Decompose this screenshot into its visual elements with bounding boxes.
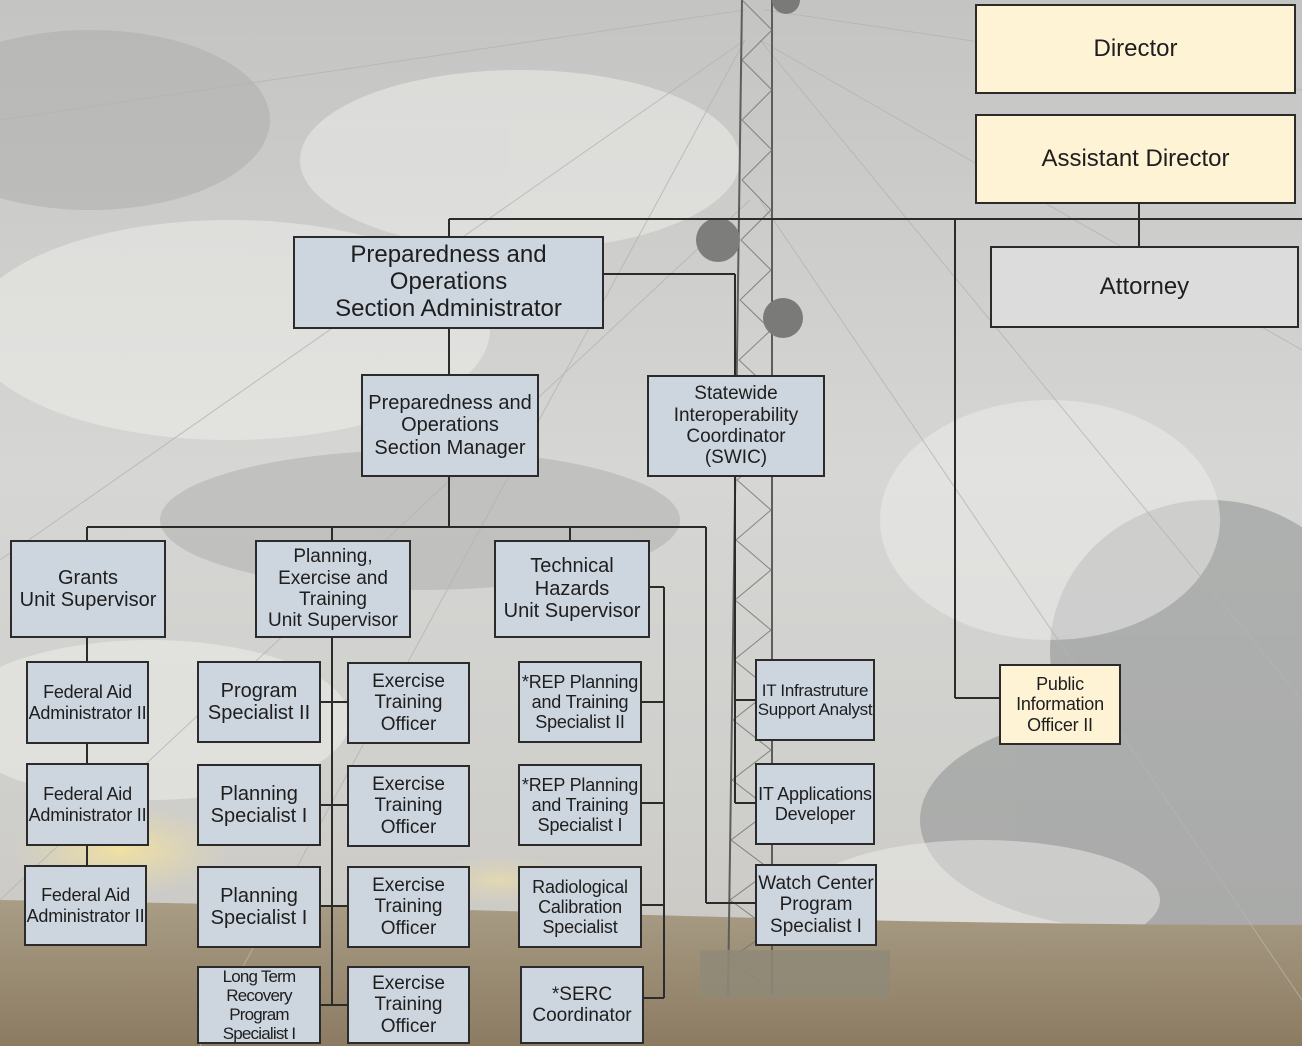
exercise-officer-box: Exercise Training Officer <box>347 765 470 847</box>
grants-staff-box: Federal Aid Administrator II <box>26 763 149 846</box>
grants-supervisor-box: Grants Unit Supervisor <box>10 540 166 638</box>
section-manager-box: Preparedness and Operations Section Mana… <box>361 374 539 477</box>
watch-center-box: Watch Center Program Specialist I <box>755 864 877 946</box>
planning-staff-box: Planning Specialist I <box>197 764 321 846</box>
grants-staff-label: Federal Aid Administrator II <box>28 784 147 825</box>
technical-hazards-staff-box: *SERC Coordinator <box>520 966 644 1044</box>
planning-supervisor-label: Planning, Exercise and Training Unit Sup… <box>268 546 398 632</box>
technical-hazards-staff-box: *REP Planning and Training Specialist I <box>518 764 642 846</box>
grants-staff-box: Federal Aid Administrator II <box>24 865 147 946</box>
grants-supervisor-label: Grants Unit Supervisor <box>19 566 157 611</box>
planning-staff-box: Program Specialist II <box>197 661 321 743</box>
assistant-director-box: Assistant Director <box>975 114 1296 204</box>
planning-staff-label: Planning Specialist I <box>210 782 308 827</box>
technical-hazards-staff-box: Radiological Calibration Specialist <box>518 866 642 948</box>
planning-staff-box: Long Term Recovery Program Specialist I <box>197 966 321 1044</box>
it-staff-label: IT Applications Developer <box>758 783 872 824</box>
director-box: Director <box>975 4 1296 94</box>
grants-staff-box: Federal Aid Administrator II <box>26 661 149 744</box>
planning-staff-box: Planning Specialist I <box>197 866 321 948</box>
exercise-officer-label: Exercise Training Officer <box>372 671 445 735</box>
swic-label: Statewide Interoperability Coordinator (… <box>673 383 799 469</box>
exercise-officer-label: Exercise Training Officer <box>372 875 445 939</box>
section-manager-label: Preparedness and Operations Section Mana… <box>368 391 532 459</box>
it-staff-label: IT Infrastruture Support Analyst <box>757 680 873 719</box>
public-information-officer-box: Public Information Officer II <box>999 664 1121 745</box>
exercise-officer-box: Exercise Training Officer <box>347 866 470 948</box>
exercise-officer-label: Exercise Training Officer <box>372 973 445 1037</box>
grants-staff-label: Federal Aid Administrator II <box>28 682 147 723</box>
technical-hazards-supervisor-box: Technical Hazards Unit Supervisor <box>494 540 650 638</box>
attorney-label: Attorney <box>1099 272 1190 300</box>
section-administrator-label: Preparedness and Operations Section Admi… <box>335 241 562 322</box>
exercise-officer-box: Exercise Training Officer <box>347 966 470 1044</box>
technical-hazards-staff-label: *REP Planning and Training Specialist II <box>521 671 639 733</box>
watch-center-label: Watch Center Program Specialist I <box>758 873 874 937</box>
director-label: Director <box>1093 34 1178 62</box>
planning-staff-label: Planning Specialist I <box>210 884 308 929</box>
attorney-box: Attorney <box>990 246 1299 328</box>
public-information-officer-label: Public Information Officer II <box>1016 674 1104 735</box>
technical-hazards-staff-label: Radiological Calibration Specialist <box>532 876 628 938</box>
technical-hazards-staff-label: *REP Planning and Training Specialist I <box>521 774 639 836</box>
planning-staff-label: Long Term Recovery Program Specialist I <box>222 966 297 1044</box>
assistant-director-label: Assistant Director <box>1041 144 1230 172</box>
exercise-officer-box: Exercise Training Officer <box>347 662 470 744</box>
technical-hazards-staff-box: *REP Planning and Training Specialist II <box>518 661 642 743</box>
technical-hazards-staff-label: *SERC Coordinator <box>532 983 632 1026</box>
exercise-officer-label: Exercise Training Officer <box>372 774 445 838</box>
planning-supervisor-box: Planning, Exercise and Training Unit Sup… <box>255 540 411 638</box>
swic-box: Statewide Interoperability Coordinator (… <box>647 375 825 477</box>
technical-hazards-supervisor-label: Technical Hazards Unit Supervisor <box>503 555 641 623</box>
section-administrator-box: Preparedness and Operations Section Admi… <box>293 236 604 329</box>
it-staff-box: IT Applications Developer <box>755 763 875 845</box>
grants-staff-label: Federal Aid Administrator II <box>26 885 145 926</box>
planning-staff-label: Program Specialist II <box>207 679 311 724</box>
it-staff-box: IT Infrastruture Support Analyst <box>755 659 875 741</box>
